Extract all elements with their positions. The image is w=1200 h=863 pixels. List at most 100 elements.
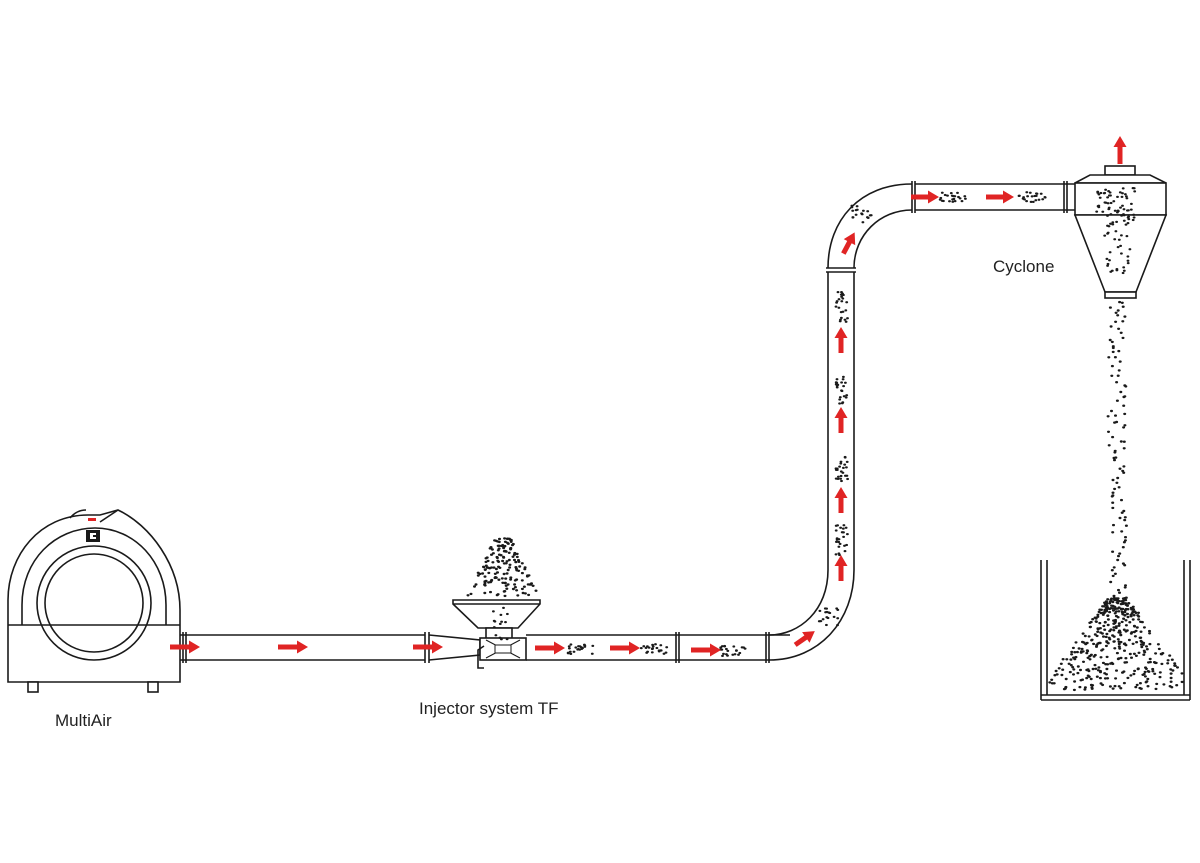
granule: [496, 571, 499, 574]
granule: [842, 384, 845, 388]
granule: [1116, 657, 1120, 661]
granule: [1121, 546, 1125, 549]
granule: [520, 571, 524, 575]
granule: [1120, 498, 1123, 502]
granule: [1120, 611, 1124, 614]
granule: [1132, 216, 1136, 219]
granule: [504, 584, 508, 587]
granule: [1111, 350, 1115, 354]
granule: [1148, 642, 1152, 646]
granule: [1085, 676, 1089, 680]
granule: [1133, 669, 1137, 673]
granule: [1116, 616, 1120, 619]
granule: [492, 626, 496, 629]
granule: [1168, 654, 1172, 657]
granule: [567, 645, 571, 648]
label-multiair: MultiAir: [55, 711, 112, 730]
granule: [1105, 667, 1109, 671]
granule: [642, 645, 646, 648]
granule: [1142, 626, 1146, 629]
granule: [735, 649, 738, 652]
granule: [721, 654, 724, 658]
granule: [1107, 206, 1111, 209]
flow-arrow: [691, 643, 721, 657]
granule: [1114, 677, 1118, 680]
granule: [1072, 668, 1076, 671]
granule: [844, 320, 848, 323]
granule: [1131, 642, 1135, 645]
granule: [1124, 223, 1128, 226]
granule: [484, 579, 488, 583]
granule: [1110, 340, 1114, 344]
granule: [1132, 672, 1136, 676]
granule: [1116, 638, 1120, 641]
granule: [506, 612, 509, 616]
granule: [1124, 536, 1127, 539]
granule: [841, 378, 845, 381]
granule: [1139, 630, 1143, 633]
flow-arrow: [413, 640, 443, 654]
granule: [1109, 580, 1113, 584]
granule: [1108, 600, 1112, 603]
granule: [514, 560, 518, 564]
granule: [492, 610, 495, 613]
granule: [1108, 610, 1112, 614]
granule: [1121, 469, 1125, 473]
granule: [1121, 671, 1124, 674]
granule: [1116, 309, 1120, 312]
granule: [725, 647, 728, 651]
granule: [839, 460, 843, 463]
granule: [1123, 586, 1127, 589]
granule: [1126, 615, 1130, 619]
granule: [826, 616, 830, 620]
granule: [1069, 658, 1073, 661]
granule: [1107, 356, 1111, 359]
granule: [1166, 662, 1170, 665]
granule: [1111, 607, 1115, 610]
granule: [484, 564, 488, 567]
granule: [1072, 656, 1076, 659]
granule: [487, 571, 491, 575]
granule: [500, 638, 503, 641]
granule: [497, 578, 501, 581]
granule: [1159, 652, 1163, 656]
granule: [1123, 424, 1127, 427]
granule: [514, 567, 518, 570]
granule: [490, 548, 494, 551]
granule: [657, 650, 661, 653]
granule: [842, 535, 845, 539]
granule: [1099, 656, 1103, 659]
granule: [1077, 647, 1081, 650]
granule: [505, 560, 509, 563]
granule: [1098, 676, 1102, 680]
granule: [515, 552, 519, 556]
granule: [1180, 672, 1184, 675]
granule: [844, 381, 847, 384]
granule: [1103, 234, 1107, 237]
granule: [837, 545, 841, 548]
granule: [1107, 444, 1111, 447]
granule: [1117, 369, 1121, 372]
granule: [940, 191, 944, 194]
granule: [948, 200, 951, 203]
label-cyclone: Cyclone: [993, 257, 1054, 276]
granule: [1106, 614, 1110, 617]
granule: [956, 191, 959, 195]
granule: [957, 195, 960, 199]
granule: [527, 593, 531, 597]
granule: [1154, 652, 1158, 655]
granule: [1117, 238, 1121, 241]
granule: [1138, 686, 1142, 690]
granule: [1097, 610, 1101, 614]
granule: [1093, 663, 1097, 667]
granule: [1109, 325, 1113, 328]
granule: [1153, 661, 1157, 665]
granule: [1110, 569, 1114, 572]
granule: [834, 529, 838, 532]
granule: [1075, 650, 1079, 654]
granule: [1103, 191, 1107, 195]
granule: [1110, 364, 1114, 368]
granule: [828, 611, 832, 615]
granule: [1088, 625, 1092, 629]
